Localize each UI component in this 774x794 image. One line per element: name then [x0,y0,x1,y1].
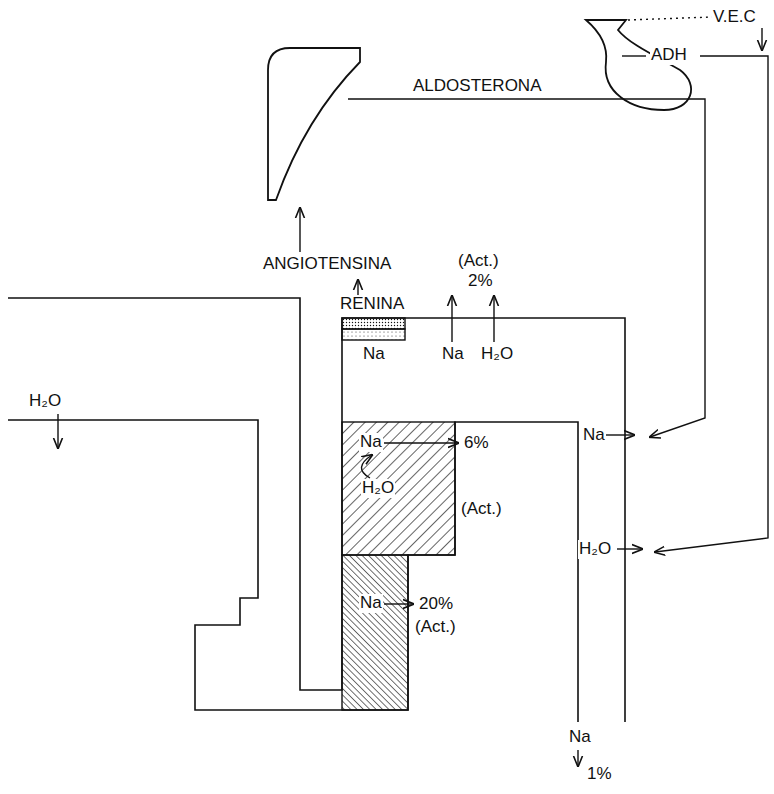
ion-label: H₂O [578,540,612,559]
percent-label: 2% [467,272,494,291]
angiotensin-arrow [299,208,300,252]
ion-label: Na [568,728,592,747]
renin-box-shape [342,318,405,340]
ion-label: Na [582,426,606,445]
na-excretion-arrow [577,750,578,766]
hormone-label: ALDOSTERONA [412,77,542,96]
ion-label: Na [362,345,386,364]
ion-label: H₂O [480,345,514,364]
hatched-segment: NaH₂O [342,422,455,555]
hormone-label: ADH [650,46,688,65]
hormone-label: V.E.C [712,8,757,27]
adh-line [622,55,646,56]
pituitary-gland [586,20,691,110]
percent-label: 6% [463,434,490,453]
hormone-label: ANGIOTENSINA [262,255,392,274]
adh-arrow [655,56,768,552]
na-arrow-6 [384,442,458,443]
hatched-segment-shape [342,555,408,710]
note-label: (Act.) [457,252,500,271]
renin-box: RENINA [342,318,405,340]
ion-label: Na [441,345,465,364]
segment-text: H₂O [361,479,395,498]
leader-arrows [58,17,768,766]
vec-dotted-line [628,17,712,20]
vec-arrow [761,28,762,50]
percent-label: 1% [586,765,613,784]
hatched-segment: Na [342,555,408,710]
ion-label: H₂O [28,392,62,411]
segment-text: Na [359,594,383,613]
segment-text: Na [359,433,383,452]
note-label: (Act.) [414,618,457,637]
water-reabsorption-arrow [493,296,494,342]
note-label: (Act.) [460,500,503,519]
segment-text: RENINA [339,295,405,314]
tubule-outer-wall [8,420,578,722]
water-follow-arrow [361,455,372,478]
water-duct-arrow [617,548,642,549]
na-reabsorption-arrow [451,296,452,342]
percent-label: 20% [418,595,454,614]
na-duct-arrow [606,434,634,435]
adrenal-gland [268,48,360,200]
renin-arrow [357,280,358,296]
water-exit-arrow [57,414,58,448]
tubule-inner-wall [8,298,625,722]
tubule-walls [8,298,625,722]
aldosterone-arrow [348,99,705,437]
na-arrow-20 [384,603,413,604]
